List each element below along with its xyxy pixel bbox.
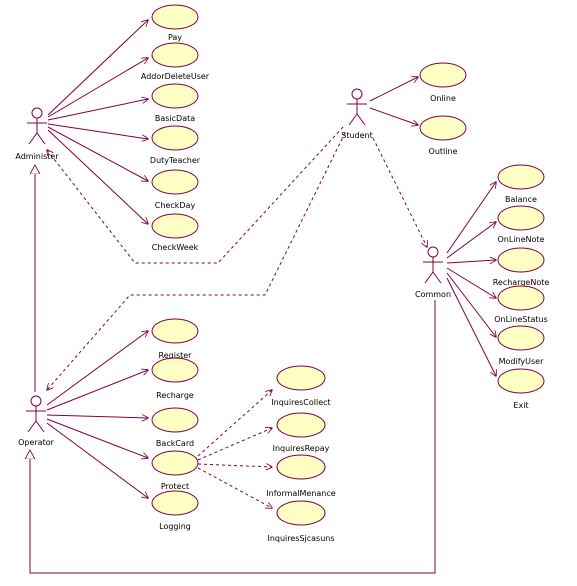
use-case-modifyuser[interactable]: ModifyUser	[497, 325, 545, 366]
use-case-inquirescollect[interactable]: InquiresCollect	[271, 365, 331, 407]
assoc-administer-checkweek	[47, 129, 148, 224]
use-case-register[interactable]: Register	[151, 318, 199, 360]
assoc-common-onlinestatus	[446, 267, 496, 298]
dep-student-administer	[47, 126, 344, 264]
assoc-operator-register	[46, 331, 148, 406]
use-case-label: BasicData	[155, 114, 195, 123]
use-case-label: Register	[159, 351, 193, 360]
use-case-label: OnLineStatus	[494, 315, 548, 324]
use-case-protect[interactable]: Protect	[151, 450, 199, 491]
actor-administer[interactable]	[27, 107, 47, 145]
use-case-checkday[interactable]: CheckDay	[151, 169, 199, 210]
use-case-label: Outline	[429, 147, 458, 156]
assoc-operator-logging	[46, 422, 148, 498]
dep-backcard-inquiresrepay	[197, 428, 272, 461]
assoc-common-modifyuser	[446, 272, 496, 337]
dep-backcard-inquiressjcasuns	[197, 467, 272, 508]
use-case-label: Pay	[168, 33, 182, 42]
assoc-operator-protect	[46, 418, 148, 458]
assoc-common-onlinenote	[446, 222, 496, 259]
use-case-dutyteacher[interactable]: DutyTeacher	[150, 125, 201, 165]
use-case-pay[interactable]: Pay	[151, 4, 199, 42]
actor-administer-label: Administer	[15, 152, 59, 161]
use-case-backcard[interactable]: BackCard	[151, 407, 199, 448]
assoc-administer-basicdata	[47, 99, 148, 121]
assoc-administer-pay	[47, 20, 148, 116]
assoc-common-rechargenote	[446, 260, 496, 263]
use-case-inquiresrepay[interactable]: InquiresRepay	[273, 412, 330, 453]
use-case-label: CheckWeek	[152, 243, 199, 252]
use-case-label: OnLineNote	[498, 235, 545, 244]
use-case-label: Recharge	[156, 391, 194, 400]
use-case-inquiressjcasuns[interactable]: InquiresSjcasuns	[267, 500, 335, 543]
actor-student-label: Student	[341, 131, 373, 140]
assoc-operator-backcard	[46, 415, 148, 418]
use-case-onlinenote[interactable]: OnLineNote	[497, 205, 545, 244]
assoc-student-online	[369, 77, 418, 102]
dep-backcard-inquirescollect	[197, 390, 272, 457]
actor-head	[31, 107, 43, 119]
actor-common[interactable]	[423, 246, 443, 284]
assoc-administer-dutyteacher	[47, 123, 148, 139]
actor-head	[351, 88, 363, 100]
use-case-label: Exit	[513, 401, 528, 410]
actor-operator[interactable]	[26, 395, 46, 433]
use-case-basicdata[interactable]: BasicData	[151, 83, 199, 123]
use-case-label: BackCard	[156, 439, 194, 448]
use-case-label: InquiresCollect	[271, 398, 330, 407]
assoc-operator-recharge	[46, 370, 148, 411]
use-case-label: CheckDay	[155, 201, 196, 210]
use-case-label: AddorDeleteUser	[141, 72, 210, 81]
assoc-administer-addordeleteuser	[47, 58, 148, 118]
actor-head	[30, 395, 42, 407]
use-case-label: InquiresRepay	[273, 444, 330, 453]
use-case-label: Logging	[159, 522, 191, 531]
use-case-onlinestatus[interactable]: OnLineStatus	[494, 285, 548, 324]
assoc-common-exit	[446, 277, 496, 376]
use-case-online[interactable]: Online	[419, 62, 467, 103]
use-case-recharge[interactable]: Recharge	[151, 357, 199, 400]
use-case-outline[interactable]: Outline	[419, 115, 467, 156]
dep-student-operator	[47, 132, 346, 390]
dep-student-common	[372, 137, 427, 247]
actor-operator-label: Operator	[18, 438, 55, 447]
use-case-label: InquiresSjcasuns	[267, 534, 334, 543]
assoc-student-outline	[369, 107, 418, 125]
use-case-label: Online	[430, 94, 456, 103]
use-case-label: Balance	[505, 195, 537, 204]
use-case-label: DutyTeacher	[150, 156, 201, 165]
actor-head	[427, 246, 439, 258]
use-case-checkweek[interactable]: CheckWeek	[151, 213, 199, 252]
use-case-balance[interactable]: Balance	[497, 164, 545, 204]
connections	[30, 20, 496, 574]
use-case-label: Protect	[161, 482, 189, 491]
use-case-label: ModifyUser	[499, 357, 544, 366]
use-case-label: InformalMenance	[266, 489, 335, 498]
use-case-addordeleteuser[interactable]: AddorDeleteUser	[141, 42, 210, 81]
use-case-informalmenance[interactable]: InformalMenance	[266, 454, 336, 498]
assoc-administer-checkday	[47, 126, 148, 181]
use-case-label: RechargeNote	[493, 278, 550, 287]
use-case-logging[interactable]: Logging	[151, 490, 199, 531]
use-case-exit[interactable]: Exit	[497, 368, 545, 410]
dep-backcard-informalmenance	[197, 464, 272, 467]
use-case-rechargenote[interactable]: RechargeNote	[493, 247, 550, 287]
gen-common-operator	[30, 300, 436, 574]
assoc-common-balance	[446, 182, 496, 254]
actor-student[interactable]	[347, 88, 367, 126]
actor-common-label: Common	[415, 290, 451, 299]
